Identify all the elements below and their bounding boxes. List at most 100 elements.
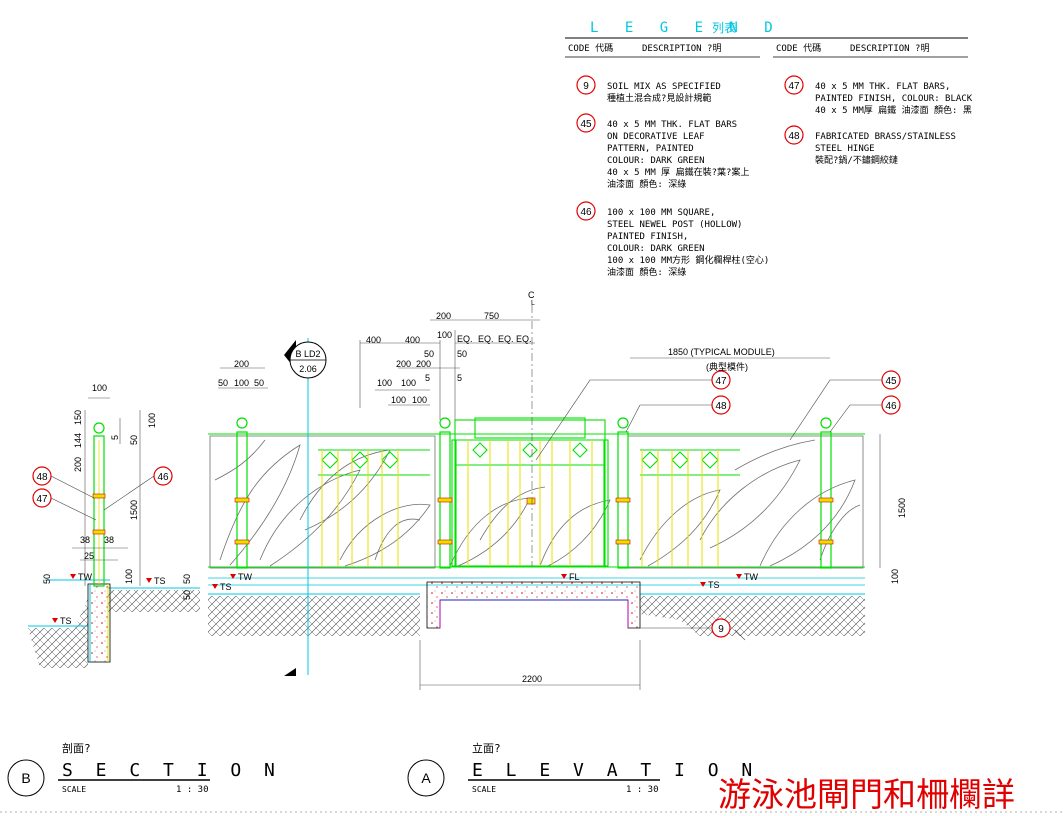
module-label-cn: (典型模件) bbox=[706, 361, 748, 372]
legend-code: 47 bbox=[788, 81, 800, 92]
level-tw: TW bbox=[238, 572, 252, 582]
dim-text: 144 bbox=[73, 433, 83, 448]
dim-text: 200 bbox=[234, 359, 249, 369]
legend-line: 100 x 100 MM SQUARE, bbox=[607, 208, 715, 218]
legend-line: 油漆面 顏色: 深綠 bbox=[607, 266, 686, 278]
dim-text: 100 bbox=[234, 378, 249, 388]
legend-line: 40 x 5 MM THK. FLAT BARS bbox=[607, 120, 737, 130]
legend-line: STEEL HINGE bbox=[815, 144, 875, 154]
dim-text: 200 bbox=[436, 311, 451, 321]
dim-text: 400 bbox=[366, 335, 381, 345]
dim-text: 100 bbox=[412, 395, 427, 405]
dim-text: 50 bbox=[182, 590, 192, 600]
callout-48: 48 bbox=[36, 472, 48, 483]
level-ts: TS bbox=[60, 616, 72, 626]
legend-line: PATTERN, PAINTED bbox=[607, 144, 694, 154]
section-letter: B bbox=[21, 770, 30, 786]
section-scale-label: SCALE bbox=[62, 785, 86, 794]
legend-title: L E G E N D bbox=[590, 20, 782, 36]
ref-tag-top: B LD2 bbox=[295, 349, 320, 359]
elevation-letter: A bbox=[421, 770, 431, 786]
callout-48: 48 bbox=[715, 401, 727, 412]
callout-47: 47 bbox=[36, 494, 48, 505]
dim-text: 38 bbox=[104, 535, 114, 545]
callout-45: 45 bbox=[885, 376, 897, 387]
dim-text: 50 bbox=[129, 435, 139, 445]
legend-item-9: 9 SOIL MIX AS SPECIFIED 種植土混合成?見設計規範 bbox=[576, 75, 721, 104]
dim-text: 50 bbox=[42, 574, 52, 584]
dim-text: EQ. bbox=[498, 334, 514, 344]
legend-line: PAINTED FINISH, COLOUR: BLACK bbox=[815, 94, 973, 104]
dim-text: 5 bbox=[110, 435, 120, 440]
legend-item-47: 47 40 x 5 MM THK. FLAT BARS, PAINTED FIN… bbox=[784, 75, 973, 116]
legend-line: SOIL MIX AS SPECIFIED bbox=[607, 82, 721, 92]
legend-code: 46 bbox=[580, 207, 592, 218]
dim-text: 200 bbox=[416, 359, 431, 369]
level-ts: TS bbox=[154, 576, 166, 586]
dim-text: 1500 bbox=[129, 500, 139, 520]
dim-text: 100 bbox=[124, 569, 134, 584]
legend-code: 9 bbox=[583, 81, 589, 92]
dim-text: 100 bbox=[92, 383, 107, 393]
legend-line: 40 x 5 MM厚 扁鐵 油漆面 顏色: 黑 bbox=[815, 104, 972, 116]
legend-line: 種植土混合成?見設計規範 bbox=[607, 92, 711, 104]
legend-desc-header-2: DESCRIPTION ?明 bbox=[850, 43, 929, 54]
legend-title-cn: 列表 bbox=[712, 21, 736, 35]
fence-pickets bbox=[321, 440, 719, 566]
dim-text: 50 bbox=[254, 378, 264, 388]
legend-code: 45 bbox=[580, 119, 592, 130]
legend-line: FABRICATED BRASS/STAINLESS bbox=[815, 132, 956, 142]
dim-text: 38 bbox=[80, 535, 90, 545]
legend-code-header: CODE 代碼 bbox=[568, 43, 613, 54]
legend-line: 油漆面 顏色: 深綠 bbox=[607, 178, 686, 190]
dim-text: 50 bbox=[218, 378, 228, 388]
dim-text: 100 bbox=[147, 413, 157, 428]
legend-line: STEEL NEWEL POST (HOLLOW) bbox=[607, 220, 742, 230]
legend-code: 48 bbox=[788, 131, 800, 142]
dim-text: 100 bbox=[437, 330, 452, 340]
legend-item-48: 48 FABRICATED BRASS/STAINLESS STEEL HING… bbox=[784, 125, 956, 166]
legend-line: ON DECORATIVE LEAF bbox=[607, 132, 705, 142]
callout-46: 46 bbox=[157, 472, 169, 483]
section-drawing: 100 150 144 5 50 100 200 1500 38 38 25 5… bbox=[28, 383, 200, 668]
centerline-mark: C bbox=[528, 290, 535, 300]
section-title-block: 剖面? B S E C T I O N SCALE 1 : 30 bbox=[7, 741, 275, 797]
dim-text: 50 bbox=[424, 349, 434, 359]
legend-line: COLOUR: DARK GREEN bbox=[607, 244, 705, 254]
dim-text: 25 bbox=[84, 551, 94, 561]
dim-text: 100 bbox=[401, 378, 416, 388]
dim-text: 150 bbox=[73, 410, 83, 425]
fence-frame bbox=[208, 417, 865, 568]
ref-tag-bottom: 2.06 bbox=[299, 364, 317, 374]
legend-line: 100 x 100 MM方形 鋼化欄桿柱(空心) bbox=[607, 254, 769, 266]
dim-text: 2200 bbox=[522, 674, 542, 684]
dim-text: 750 bbox=[484, 311, 499, 321]
legend-line: 裝配?鍋/不鏽鋼絞鏈 bbox=[815, 154, 898, 166]
legend-line: 40 x 5 MM 厚 扁鐵在裝?葉?案上 bbox=[607, 166, 749, 178]
level-ts: TS bbox=[708, 580, 720, 590]
dim-text: 50 bbox=[182, 574, 192, 584]
centerline-mark-sub: L bbox=[531, 300, 535, 307]
dim-text: 50 bbox=[457, 349, 467, 359]
dim-text: 100 bbox=[890, 569, 900, 584]
legend: L E G E N D 列表 CODE 代碼 DESCRIPTION ?明 CO… bbox=[565, 20, 973, 278]
dim-text: 200 bbox=[396, 359, 411, 369]
drawing-title: 游泳池閘門和柵欄詳 bbox=[718, 775, 1015, 814]
callout-47: 47 bbox=[715, 376, 727, 387]
module-label: 1850 (TYPICAL MODULE) bbox=[668, 347, 775, 357]
legend-line: 40 x 5 MM THK. FLAT BARS, bbox=[815, 82, 950, 92]
dim-text: 400 bbox=[405, 335, 420, 345]
dim-text: 100 bbox=[391, 395, 406, 405]
level-tw: TW bbox=[78, 572, 92, 582]
elevation-title-block: 立面? A E L E V A T I O N SCALE 1 : 30 bbox=[407, 741, 752, 797]
legend-line: PAINTED FINISH, bbox=[607, 232, 688, 242]
elevation-drawing: C L B LD2 2.06 400 400 bbox=[182, 290, 907, 690]
dim-text: 200 bbox=[73, 457, 83, 472]
callout-46: 46 bbox=[885, 401, 897, 412]
level-fl: FL bbox=[569, 572, 580, 582]
level-ts: TS bbox=[220, 582, 232, 592]
leaf-pattern-panel bbox=[209, 435, 864, 569]
callout-9: 9 bbox=[718, 624, 724, 635]
level-tw: TW bbox=[744, 572, 758, 582]
